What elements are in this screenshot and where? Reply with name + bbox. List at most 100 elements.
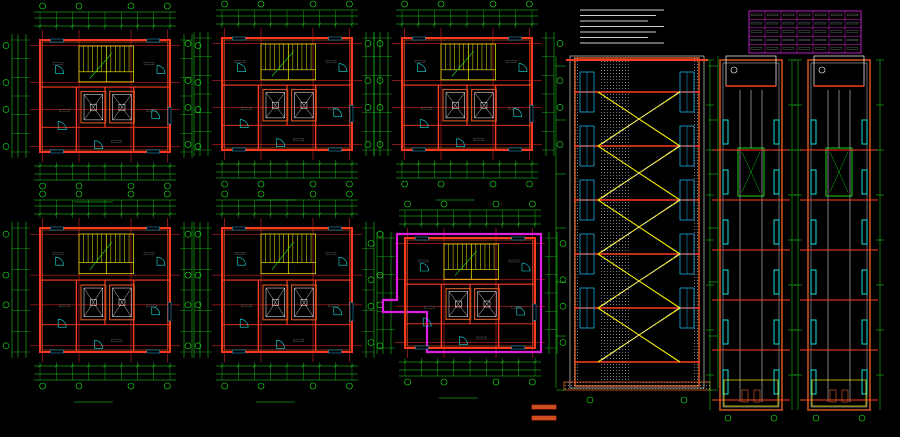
door-swing-3: [333, 306, 343, 316]
stair: [440, 43, 496, 81]
axis-bubble-top: [75, 2, 83, 10]
room-labels: [52, 252, 157, 342]
door-swing-1: [239, 119, 249, 128]
window: [328, 349, 342, 354]
axis-bubble-right: [556, 40, 564, 47]
stair-step: [665, 312, 673, 318]
window: [50, 38, 64, 43]
elevator-x: [265, 92, 285, 118]
table-cell-text: [750, 47, 763, 50]
axis-bubble-left: [367, 302, 375, 310]
room-label-mark-5: [328, 107, 339, 110]
table-cell-text: [846, 47, 859, 50]
axis-bubble-bottom: [164, 182, 171, 190]
stair-step: [633, 280, 641, 285]
buffer: [753, 389, 761, 403]
elevator-shaft-1: [445, 288, 472, 321]
table-cell-text: [750, 30, 763, 33]
doors: [55, 256, 166, 349]
stair-step: [657, 101, 665, 107]
elevators: [262, 88, 317, 122]
table-cell-text: [846, 30, 859, 33]
window: [146, 349, 160, 354]
doors: [55, 65, 166, 149]
stair-step: [633, 226, 641, 231]
table-cell-text: [766, 30, 779, 33]
windows: [50, 38, 172, 154]
window: [167, 302, 172, 322]
elevator-section-1: [706, 55, 796, 422]
stair-step: [641, 274, 649, 280]
stair-step: [641, 112, 649, 118]
elevator-car-1: [448, 291, 468, 317]
room-label-mark-2: [325, 60, 337, 63]
door-swing-4: [156, 256, 166, 266]
stair-step: [617, 344, 625, 350]
door-swing-5: [417, 63, 426, 72]
stair-step: [609, 188, 617, 193]
elevator-counterweight: [118, 299, 126, 306]
axis-bubble-bottom: [127, 382, 135, 390]
axis-bubble-top: [39, 190, 46, 198]
axis-bubble-bottom: [526, 180, 533, 188]
axis-bubble-right: [376, 230, 384, 238]
table-cell-text: [782, 39, 795, 41]
table-cell-text: [766, 22, 779, 25]
stair-hatch: [600, 60, 630, 380]
axis-bubble-top: [309, 190, 317, 198]
elevator-counterweight: [272, 101, 279, 109]
axis-bubble-top: [127, 190, 135, 198]
axis-bubble-top: [440, 200, 448, 208]
axis-bubble: [586, 396, 594, 404]
stair-step: [641, 220, 649, 226]
elevator-car-1: [265, 92, 285, 119]
inner-wall-face: [41, 229, 169, 351]
elevator-car-2: [294, 287, 314, 318]
walls: [39, 227, 171, 353]
windows: [415, 236, 537, 350]
room-label-mark-4: [59, 304, 70, 308]
axis-bubbles: [2, 190, 202, 390]
axis-bubble-right: [556, 104, 564, 111]
doors: [237, 256, 348, 349]
axis-lines: [395, 228, 545, 358]
room-labels: [234, 60, 339, 141]
axis-bubble-top: [404, 200, 411, 208]
door-swing-4: [156, 65, 166, 74]
axis-bubble-right: [194, 79, 202, 86]
landing-door: [773, 119, 780, 145]
window: [349, 302, 354, 322]
elevator-car-2: [477, 291, 497, 317]
table-cell-text: [766, 13, 779, 16]
axis-bubble-bottom: [127, 182, 135, 190]
stair-step: [625, 123, 633, 129]
room-label-mark-1: [52, 62, 64, 65]
stair-step: [625, 231, 633, 237]
elevator-counterweight: [300, 299, 308, 306]
room-label-mark-3: [293, 138, 304, 141]
elevator-counterweight: [90, 103, 97, 111]
buffer: [741, 389, 749, 403]
axis-bubble-left: [184, 301, 192, 309]
axis-bubble-left: [184, 271, 192, 279]
axis-bubbles: [367, 200, 567, 386]
stair-step: [625, 285, 633, 291]
room-labels: [52, 62, 157, 143]
table-cell-text: [830, 22, 843, 25]
stair-step: [673, 199, 681, 204]
window: [146, 226, 160, 231]
elevator-x: [474, 92, 494, 118]
door-swing-2: [459, 336, 468, 345]
stair-step: [633, 334, 641, 339]
axis-bubble-right: [376, 271, 384, 279]
window: [508, 147, 522, 152]
window: [146, 38, 160, 43]
axis-bubble-bottom: [440, 378, 448, 386]
elevator-x: [265, 287, 285, 317]
axis-bubble-bottom: [346, 180, 353, 188]
inner-wall-face: [403, 39, 531, 149]
axis-bubble-right: [559, 339, 567, 346]
axis-bubble-top: [492, 200, 500, 208]
axis-bubble-top: [127, 2, 135, 10]
